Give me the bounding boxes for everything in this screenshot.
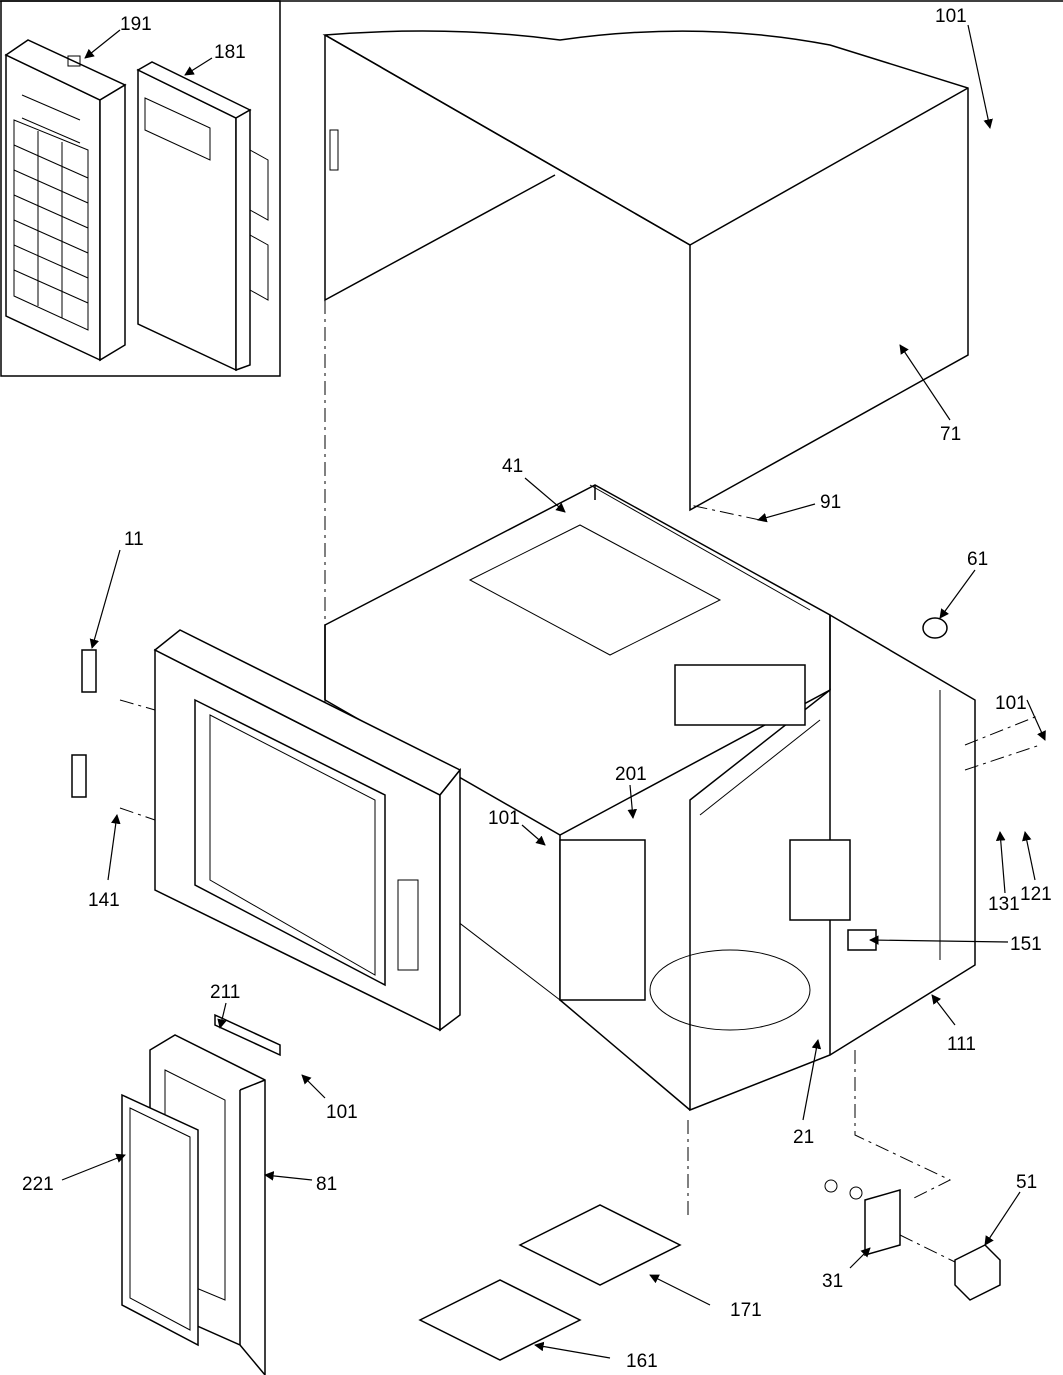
callout-101-right: 101 (995, 693, 1027, 714)
plate-161 (418, 1279, 582, 1361)
chassis-41 (324, 484, 976, 1112)
wiring-cover (559, 839, 646, 1001)
callout-141: 141 (88, 890, 120, 911)
callout-101-mid: 101 (488, 808, 520, 829)
callout-101-low: 101 (326, 1102, 358, 1123)
washer-a (824, 1179, 838, 1193)
callout-121: 121 (1020, 884, 1052, 905)
callout-161: 161 (626, 1351, 658, 1372)
callout-51: 51 (1016, 1172, 1037, 1193)
door-overlay-221 (121, 1093, 199, 1347)
callout-131: 131 (988, 894, 1020, 915)
callout-221: 221 (22, 1174, 54, 1195)
circuit-board-181 (136, 61, 269, 372)
callout-151: 151 (1010, 934, 1042, 955)
keypad-panel-191 (4, 39, 127, 362)
callout-81: 81 (316, 1174, 337, 1195)
bracket-211 (214, 1013, 281, 1057)
callout-41: 41 (502, 456, 523, 477)
callout-31: 31 (822, 1271, 843, 1292)
alignment-lines (119, 300, 1041, 1263)
tray-171 (518, 1204, 682, 1286)
leader-lines (61, 24, 1046, 1359)
callout-171: 171 (730, 1300, 762, 1321)
callout-101-top: 101 (935, 6, 967, 27)
bracket-31 (864, 1189, 901, 1256)
callout-61: 61 (967, 549, 988, 570)
inset-frame (0, 0, 281, 377)
callout-111: 111 (947, 1034, 976, 1055)
callout-71: 71 (940, 424, 961, 445)
hinge-11-upper (81, 649, 97, 693)
knob-61 (922, 617, 948, 639)
outer-cabinet-71 (322, 30, 969, 512)
washer-b (849, 1186, 863, 1200)
callout-181: 181 (214, 42, 246, 63)
callout-labels: 191 181 101 71 41 91 11 61 101 201 101 1… (22, 6, 1052, 1372)
door-assembly (153, 629, 462, 1032)
hinge-11-lower (71, 754, 87, 798)
callout-91: 91 (820, 492, 841, 513)
callout-191: 191 (120, 14, 152, 35)
control-panel-inset (0, 0, 281, 377)
relay-51 (954, 1244, 1001, 1301)
callout-11: 11 (124, 529, 144, 550)
callout-211: 211 (210, 982, 240, 1003)
callout-201: 201 (615, 764, 647, 785)
callout-21: 21 (793, 1127, 814, 1148)
